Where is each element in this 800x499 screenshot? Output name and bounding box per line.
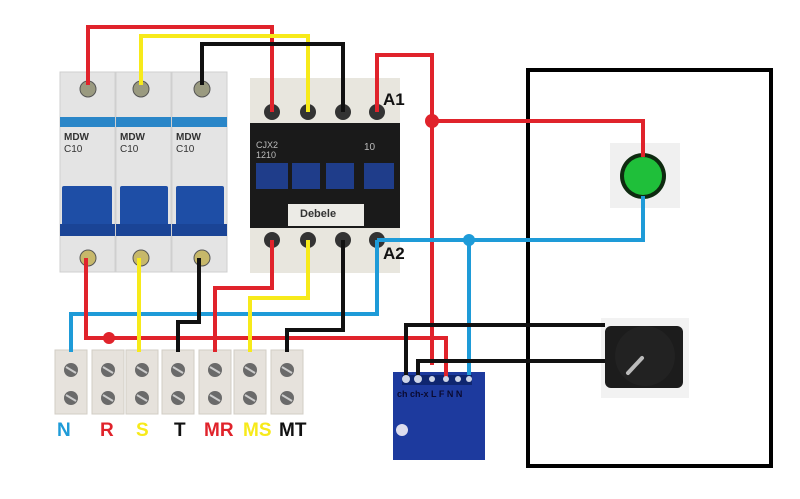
terminal-label-s: S (136, 420, 149, 441)
wire-red-breaker-to-L1 (86, 25, 274, 112)
contactor-brand: Debele (300, 208, 337, 220)
contactor-model-line1: CJX2 (256, 140, 279, 150)
terminal-label-mt: MT (279, 420, 307, 441)
contactor-aux-contact: 10 (364, 142, 376, 153)
breaker-3-rating: C10 (176, 144, 195, 155)
junction-dot-red-A1 (425, 114, 439, 128)
wire-black-selector-2 (416, 359, 605, 378)
coil-terminal-A2-label: A2 (383, 244, 405, 263)
terminal-mt (270, 349, 304, 415)
wire-black-T (176, 258, 201, 352)
terminal-label-ms: MS (243, 420, 272, 441)
module-pin-text: ch ch-x L F N N (397, 389, 463, 399)
terminal-t (161, 349, 195, 415)
wire-red-to-pilot-light (432, 119, 645, 157)
wire-black-selector-1 (404, 323, 605, 378)
terminal-label-n: N (57, 420, 71, 441)
panel-door-outline (526, 68, 773, 468)
terminal-s (125, 349, 159, 415)
terminal-mr (198, 349, 232, 415)
wire-yellow-breaker-to-L2 (139, 34, 310, 112)
module-pins (402, 375, 472, 383)
junction-dot-red-R (103, 332, 115, 344)
junction-dot-blue (463, 234, 475, 246)
circuit-breaker-3pole (59, 71, 228, 273)
breaker-pole-1 (59, 71, 116, 273)
terminal-block (54, 349, 304, 415)
terminal-label-t: T (174, 420, 186, 441)
terminal-ms (233, 349, 267, 415)
breaker-pole-3 (171, 71, 228, 273)
wire-blue-A2-to-N-terminal (69, 240, 379, 352)
terminal-r (91, 349, 125, 415)
breaker-1-rating: C10 (64, 144, 83, 155)
breaker-2-model: MDW (120, 132, 145, 143)
breaker-pole-2 (115, 71, 172, 273)
wire-red-A1-feed (375, 53, 434, 365)
breaker-2-rating: C10 (120, 144, 139, 155)
coil-terminal-A1-label: A1 (383, 90, 405, 109)
contactor-model-line2: 1210 (256, 150, 277, 160)
wire-blue-A2-to-pilot-light (377, 196, 645, 242)
selector-switch (601, 318, 689, 398)
wire-yellow-T2-to-MS (248, 240, 310, 352)
wire-red-R-to-module (84, 258, 448, 378)
terminal-n (54, 349, 88, 415)
wire-red-T1-to-MR (213, 240, 274, 352)
terminal-label-mr: MR (204, 420, 234, 441)
wire-black-breaker-to-L3 (200, 42, 345, 112)
controller-module (393, 372, 485, 460)
terminal-label-r: R (100, 420, 114, 441)
wire-black-T3-to-MT (285, 240, 345, 352)
breaker-3-model: MDW (176, 132, 201, 143)
breaker-1-model: MDW (64, 132, 89, 143)
